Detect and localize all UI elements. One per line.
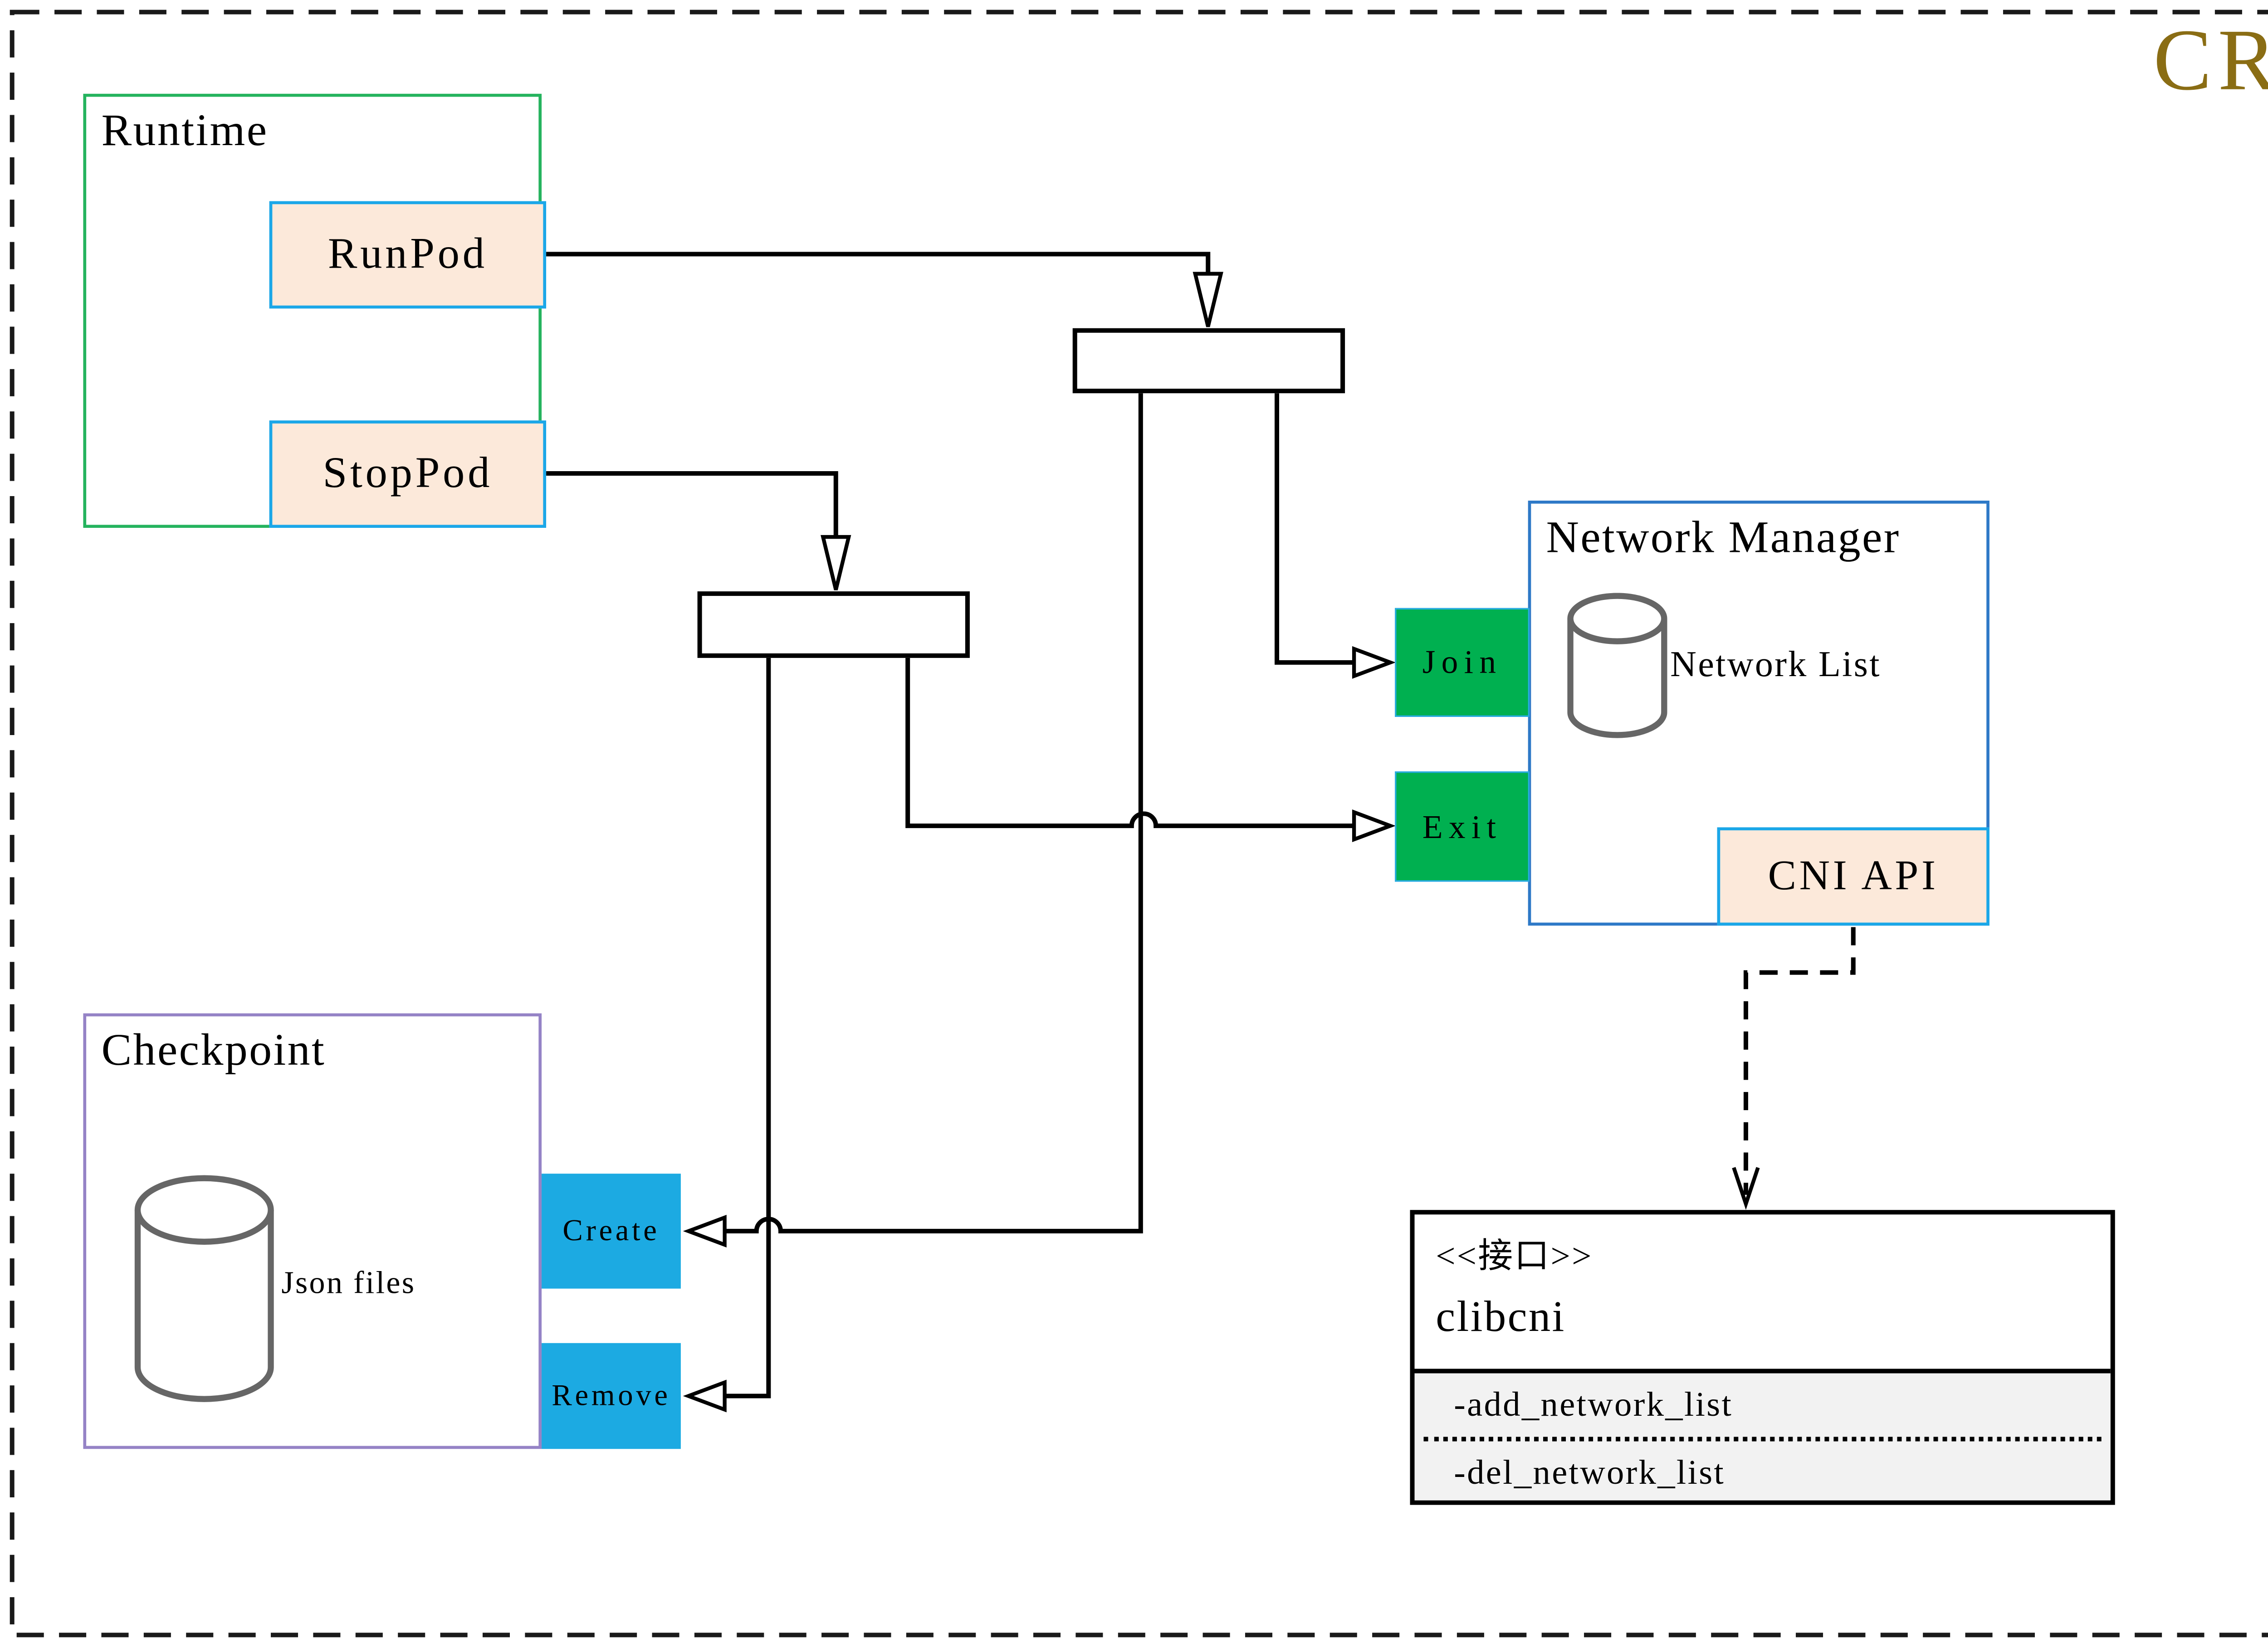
clibcni-interface-box: <<接口>> clibcni -add_network_list -del_ne… [1410, 1210, 2115, 1505]
junction-bar-1 [1072, 328, 1345, 394]
junction-bar-2 [697, 591, 970, 658]
method-divider [1423, 1437, 2102, 1442]
network-list-database-icon [1567, 593, 1667, 738]
cri-title: CRI [2153, 10, 2268, 109]
chevron-arrowhead-down-icon [1732, 1167, 1760, 1210]
join-box: Join [1395, 608, 1530, 717]
open-arrowhead-left-icon [683, 1214, 727, 1247]
runtime-title: Runtime [101, 106, 269, 156]
network-list-label: Network List [1670, 646, 1881, 685]
network-manager-title: Network Manager [1546, 512, 1901, 563]
clibcni-header: <<接口>> clibcni [1415, 1214, 2111, 1369]
outer-dashed-border [10, 10, 2268, 1637]
remove-box: Remove [542, 1343, 681, 1449]
open-arrowhead-left-icon [683, 1379, 727, 1413]
connector-junction1-to-create [724, 393, 1143, 1233]
open-arrowhead-down-icon [821, 535, 851, 590]
interface-method: -add_network_list [1454, 1385, 1733, 1423]
interface-method: -del_network_list [1454, 1453, 1725, 1491]
open-arrowhead-right-icon [1352, 646, 1396, 679]
connector-stoppod-to-junction2 [546, 471, 838, 537]
connector-junction1-to-join [1274, 393, 1354, 665]
checkpoint-title: Checkpoint [101, 1025, 326, 1076]
exit-box: Exit [1395, 771, 1530, 882]
open-arrowhead-down-icon [1193, 272, 1223, 327]
create-box: Create [542, 1174, 681, 1289]
cni-api-box: CNI API [1717, 827, 1989, 926]
runpod-box: RunPod [269, 201, 547, 309]
interface-name: clibcni [1436, 1293, 1566, 1342]
json-files-label: Json files [281, 1264, 416, 1301]
interface-stereotype: <<接口>> [1436, 1237, 1593, 1275]
connector-junction2-to-exit [905, 658, 1354, 828]
connector-cniapi-to-clibcni [1743, 927, 1856, 1195]
clibcni-methods-section: -add_network_list -del_network_list [1414, 1369, 2111, 1501]
open-arrowhead-right-icon [1352, 809, 1396, 843]
json-files-database-icon [134, 1175, 274, 1402]
connector-junction2-to-remove [724, 658, 771, 1398]
connector-runpod-to-junction1 [546, 252, 1211, 274]
stoppod-box: StopPod [269, 420, 547, 528]
